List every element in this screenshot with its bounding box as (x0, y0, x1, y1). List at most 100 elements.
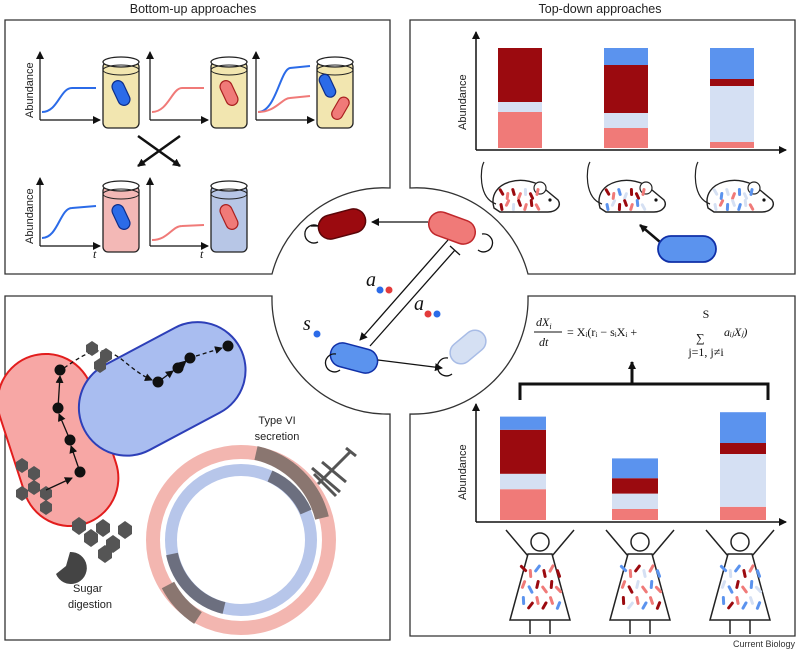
eq-sum-top: S (703, 307, 710, 321)
person-microbe (549, 580, 554, 589)
person-microbe (619, 564, 628, 573)
person-microbe (641, 601, 648, 610)
panel-bottom-left-frame (4, 295, 391, 641)
eq-tail: aᵢⱼXⱼ) (724, 325, 747, 339)
mouse-ear (533, 181, 547, 195)
person-arms (505, 529, 575, 557)
person-microbe (535, 580, 540, 589)
panel-top-left-frame (4, 19, 391, 275)
mechanisms-panel: Sugar digestion Type VI secretion (0, 321, 357, 635)
mouse-microbe (629, 203, 634, 211)
person-microbe (627, 585, 634, 594)
mouse-microbe (499, 203, 504, 211)
people-row (505, 529, 775, 634)
person-microbe (520, 580, 527, 589)
person-microbe (755, 569, 762, 578)
person-arms (605, 529, 675, 557)
human-bars (500, 412, 766, 520)
mouse-microbe (511, 203, 516, 211)
mice-row (480, 161, 774, 213)
mouse-bar-3-dark-red (710, 79, 754, 86)
mouse-microbe (611, 192, 616, 200)
person-microbe (648, 564, 655, 573)
growth-plot-blue-mono: Abundance (24, 51, 101, 124)
person-microbe (535, 596, 540, 605)
header-top-down: Top-down approaches (539, 2, 662, 16)
mouse-microbe (749, 188, 754, 196)
cell-pale-blue (449, 329, 487, 365)
interaction-label-a-2: a (414, 293, 424, 315)
mouse-ear (639, 181, 653, 195)
mouse-microbe (623, 199, 628, 207)
person-legs (629, 620, 651, 634)
person-arms (705, 529, 775, 557)
mouse-eye (654, 198, 658, 202)
person-microbe (741, 585, 748, 594)
human-bar-2-blue (612, 458, 658, 479)
abundance-label-2: Abundance (24, 188, 36, 244)
person-microbe (655, 601, 662, 610)
person-microbe (627, 601, 634, 610)
person-microbe (728, 569, 733, 578)
human-bar-2-light-red (612, 509, 658, 520)
person-1 (505, 529, 575, 634)
mouse-microbe (528, 192, 535, 200)
person-microbe (735, 596, 740, 605)
person-microbe (749, 596, 754, 605)
mouse-microbe (719, 192, 724, 200)
eq-lhs-num: dXi (536, 315, 552, 331)
equation: dXi dt = Xᵢ(rᵢ − sᵢXᵢ + S ∑ j=1, j≠i aᵢⱼ… (518, 307, 770, 400)
secretion-system-icon (311, 446, 357, 498)
mouse-bar-3-light-red (710, 142, 754, 148)
person-dress (709, 553, 771, 621)
person-microbe (641, 585, 648, 594)
person-microbe (741, 601, 748, 610)
abundance-label-1: Abundance (24, 62, 36, 118)
mouse-eye (548, 198, 552, 202)
person-microbe (749, 580, 754, 589)
person-microbe (649, 596, 654, 605)
blue-pathway (152, 340, 234, 388)
person-microbe (735, 580, 740, 589)
panel-bottom-right-frame (409, 295, 796, 637)
mouse-microbe (534, 203, 541, 211)
mouse-microbe (629, 188, 634, 196)
cell-light-red (427, 211, 477, 245)
mouse-microbe (731, 199, 736, 207)
mouse-microbe (718, 199, 725, 207)
person-microbe (621, 596, 626, 605)
mouse-microbe (523, 188, 528, 196)
person-microbe (527, 601, 534, 610)
person-microbe (719, 564, 728, 573)
human-bar-3-pale-blue (720, 454, 766, 507)
eq-sum-bottom: j=1, j≠i (687, 345, 724, 359)
person-microbe (541, 601, 548, 610)
mouse-microbe (634, 192, 641, 200)
culture-tube-blue-medium (210, 180, 248, 253)
person-microbe (635, 596, 640, 605)
human-bar-3-blue (720, 412, 766, 443)
person-microbe (554, 585, 563, 594)
mouse-microbe (748, 203, 755, 211)
mouse-bar-1-pale-blue (498, 102, 542, 112)
sugar-label-1: Sugar (73, 583, 103, 595)
panel-top-right-frame (409, 19, 796, 275)
growth-plot-blue-in-red: Abundance t (24, 177, 101, 261)
mouse-microbe (725, 188, 730, 196)
human-bar-1-dark-red (500, 429, 546, 474)
growth-plot-red-mono (146, 51, 209, 124)
mouse-microbe (504, 199, 511, 207)
human-bar-2-pale-blue (612, 493, 658, 509)
culture-tube-red-medium (102, 180, 140, 253)
mouse-microbe (742, 192, 749, 200)
mouse-1 (480, 161, 560, 213)
time-label-2: t (200, 247, 204, 261)
person-microbe (654, 585, 663, 594)
mouse-microbe (517, 192, 522, 200)
mouse-tail (694, 161, 711, 205)
person-microbe (721, 596, 726, 605)
person-microbe (649, 580, 654, 589)
person-microbe (642, 569, 647, 578)
mouse-microbe (511, 188, 516, 196)
